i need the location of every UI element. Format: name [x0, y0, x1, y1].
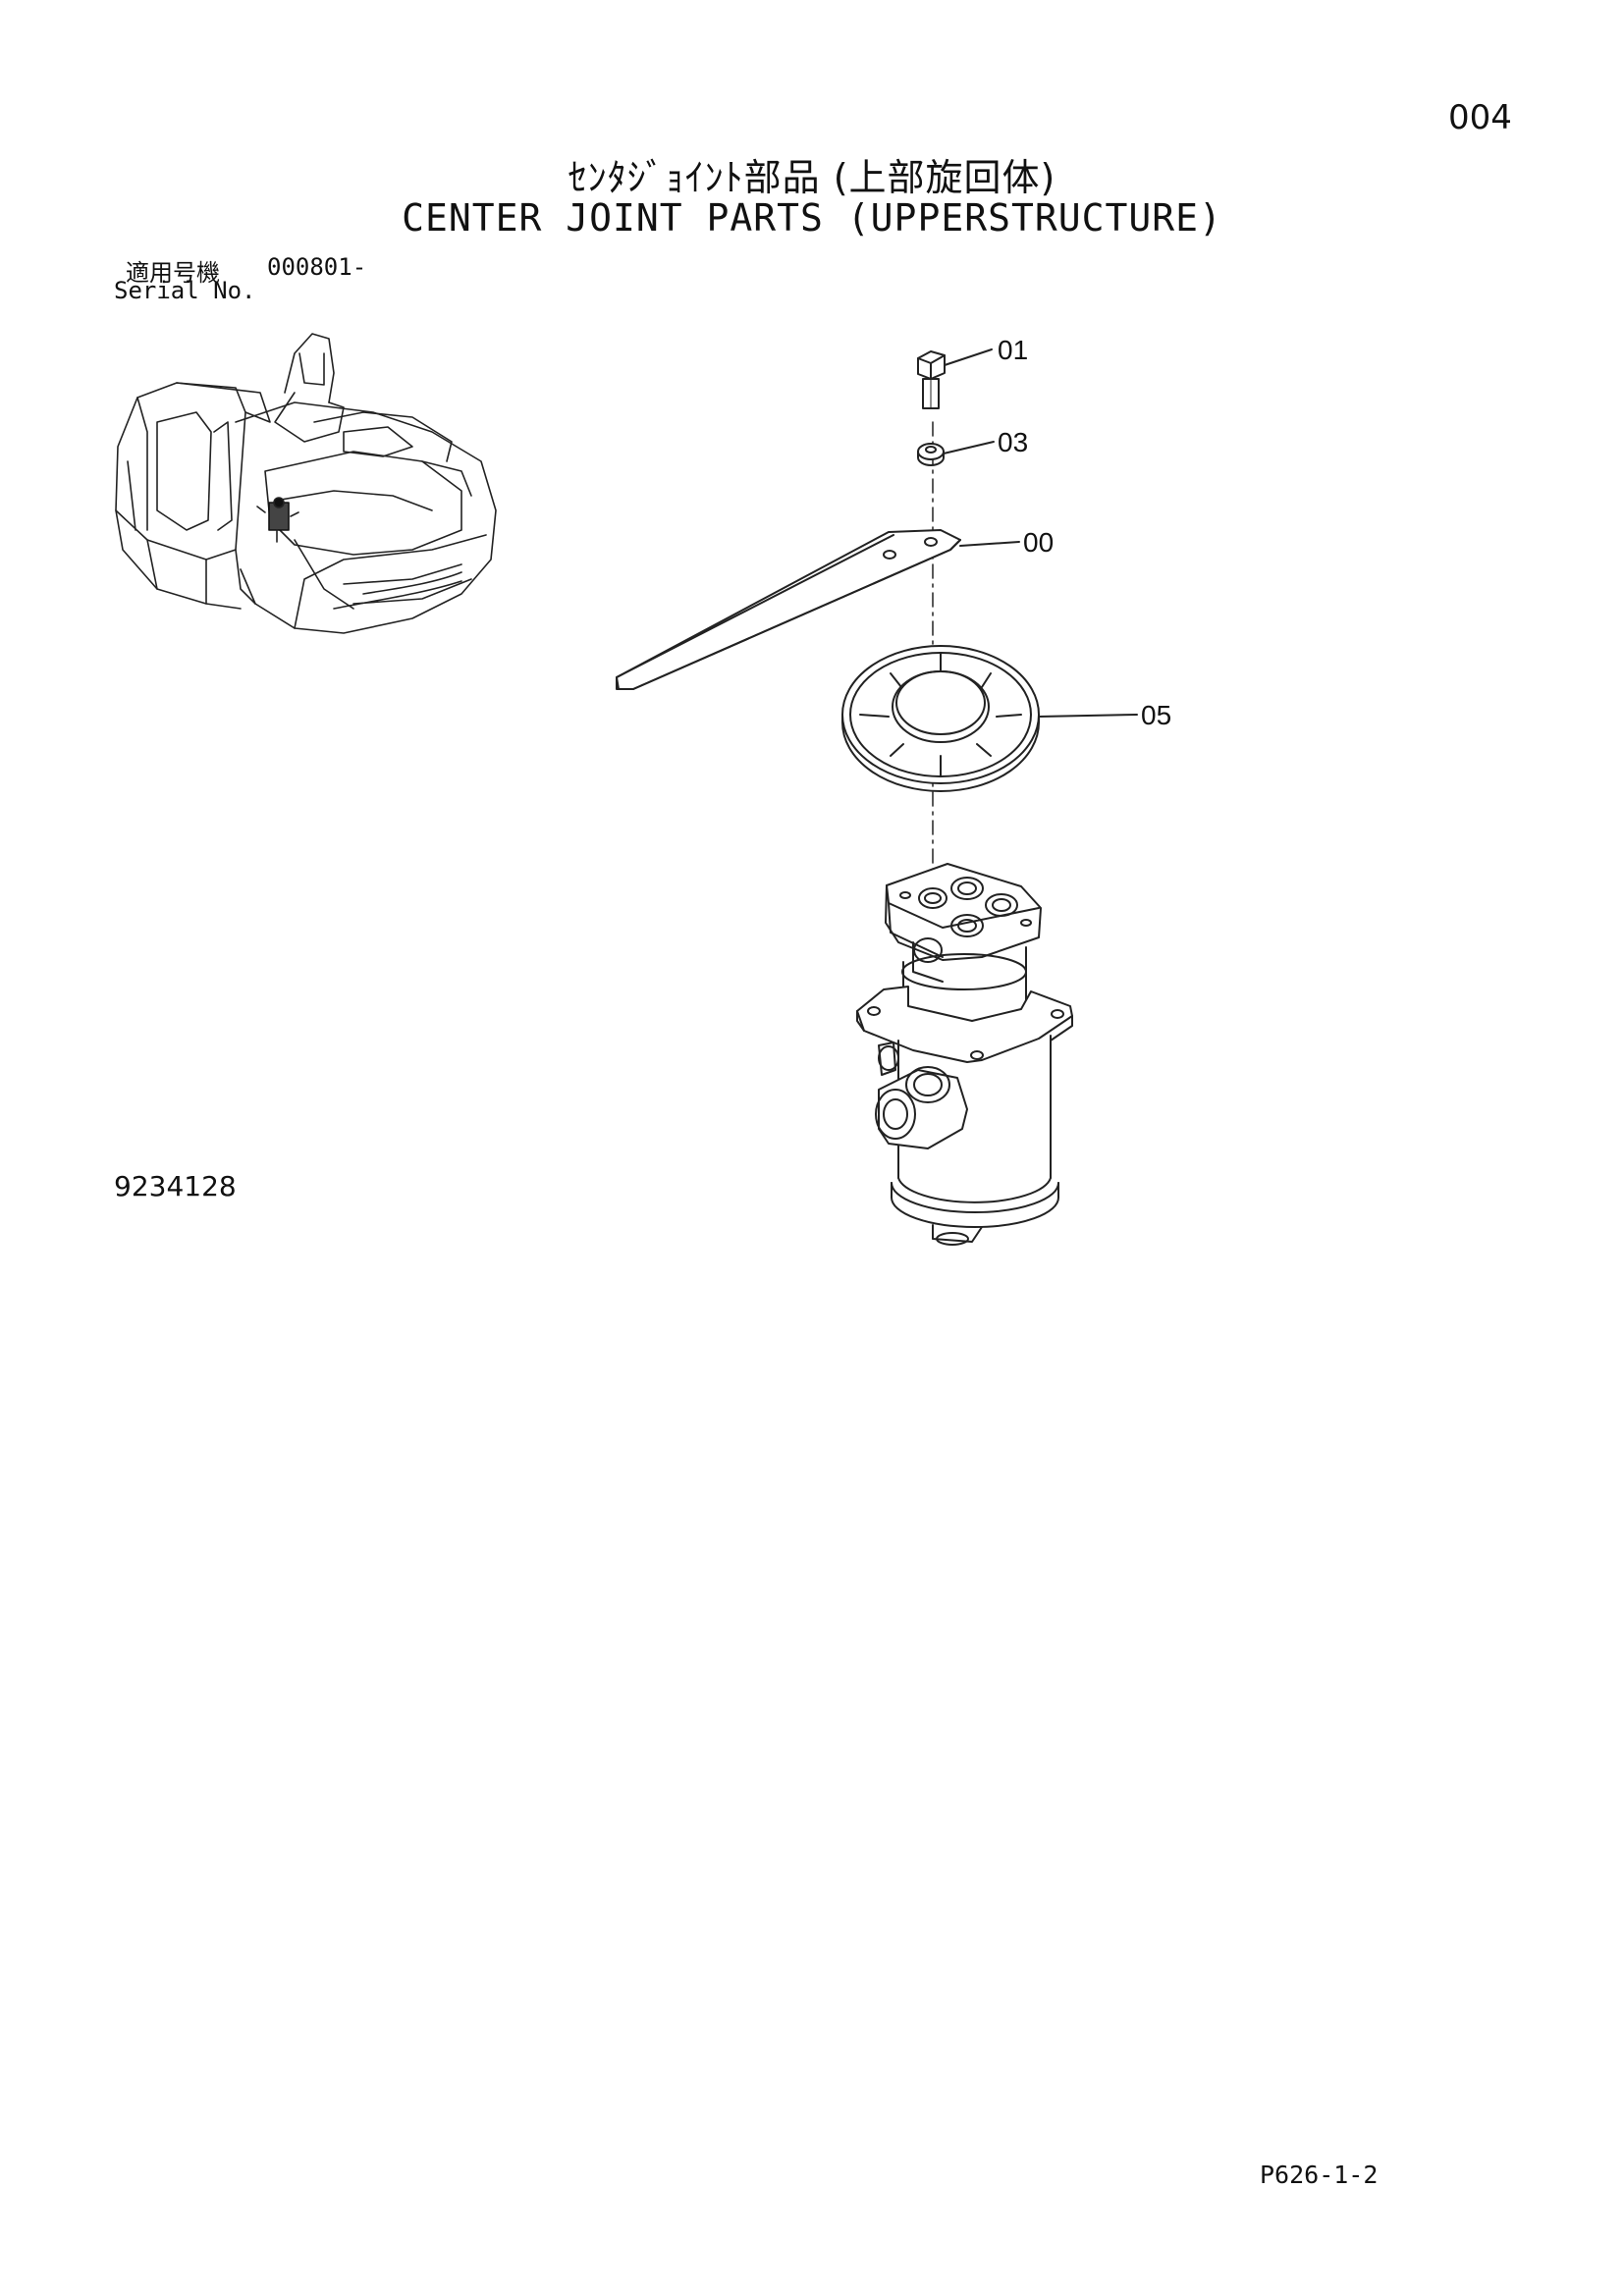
reference-number: 9234128 — [114, 1170, 237, 1202]
excavator-overview-illustration — [115, 333, 497, 634]
plate-part — [616, 529, 961, 690]
center-joint-assembly — [856, 863, 1073, 1246]
title-japanese: ｾﾝﾀｼﾞｮｲﾝﾄ部品 (上部旋回体) — [568, 156, 1056, 199]
callout-03: 03 — [998, 427, 1028, 457]
leader-line-03 — [943, 441, 995, 454]
serial-label-english: Serial No. — [114, 277, 256, 304]
ring-shim-part — [841, 645, 1040, 792]
bolt-part — [917, 350, 946, 409]
serial-label-japanese: 適用号機 — [126, 259, 220, 287]
document-code: P626-1-2 — [1260, 2161, 1379, 2189]
leader-line-05 — [1038, 714, 1138, 718]
page-code: 004 — [1448, 98, 1512, 137]
leader-line-01 — [944, 348, 993, 366]
serial-number: 000801- — [267, 253, 367, 281]
callout-05: 05 — [1141, 700, 1171, 730]
callout-00: 00 — [1023, 527, 1054, 558]
callout-01: 01 — [998, 335, 1028, 365]
washer-part — [917, 443, 945, 466]
leader-line-00 — [959, 541, 1020, 547]
title-english: CENTER JOINT PARTS (UPPERSTRUCTURE) — [402, 196, 1222, 240]
